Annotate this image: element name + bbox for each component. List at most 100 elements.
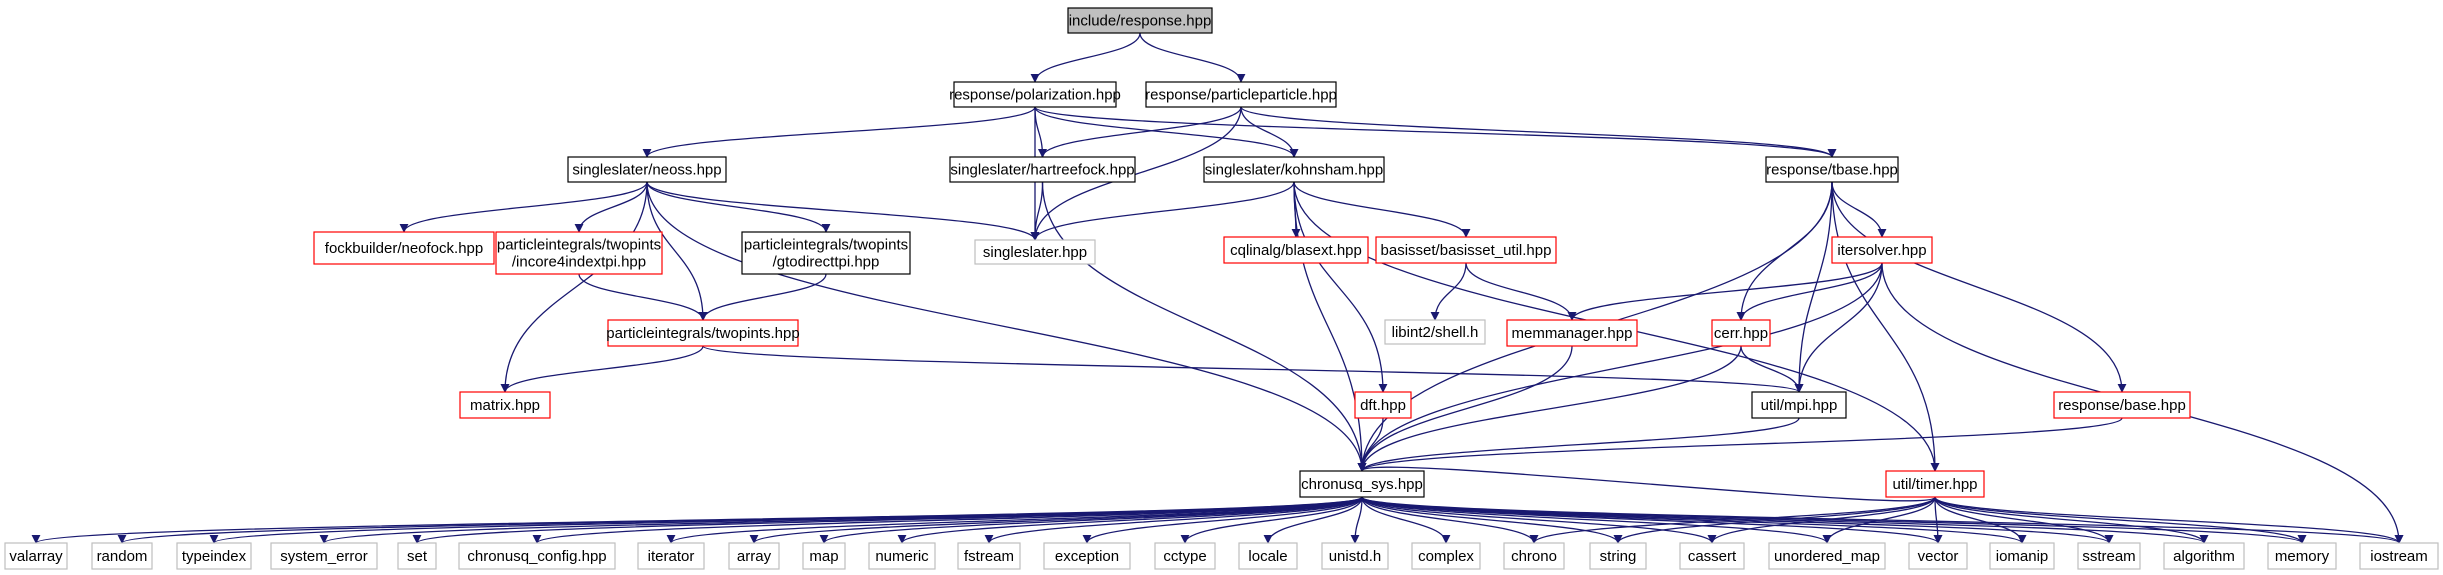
- node-respbase[interactable]: response/base.hpp: [2053, 391, 2191, 419]
- node-fstream-box: [957, 542, 1021, 570]
- node-cerr[interactable]: cerr.hpp: [1711, 319, 1771, 347]
- node-fstream: fstream: [957, 542, 1021, 570]
- node-algorithm-label: algorithm: [2173, 548, 2235, 565]
- node-particleparticle-label: response/particleparticle.hpp: [1145, 87, 1337, 104]
- node-gtodirect[interactable]: particleintegrals/twopints/gtodirecttpi.…: [741, 231, 911, 275]
- edge-mpi-to-chronusq: [1357, 417, 1800, 472]
- edge-cerr-to-mpi: [1740, 345, 1804, 393]
- node-hartreefock-box: [949, 156, 1136, 183]
- node-itersolver[interactable]: itersolver.hpp: [1831, 236, 1933, 264]
- node-locale-label: locale: [1248, 548, 1287, 565]
- node-root-label: include/response.hpp: [1069, 13, 1212, 30]
- edge-kohnsham-to-basisset: [1293, 181, 1471, 238]
- node-tbase[interactable]: response/tbase.hpp: [1765, 156, 1899, 183]
- node-chronusq[interactable]: chronusq_sys.hpp: [1299, 470, 1425, 498]
- node-random-box: [91, 542, 153, 570]
- edge-tbase-to-timer: [1831, 181, 1940, 472]
- edge-kohnsham-to-chronusq: [1293, 181, 1367, 472]
- edge-itersolver-to-chronusq: [1357, 262, 1883, 472]
- node-polarization[interactable]: response/polarization.hpp: [949, 81, 1121, 108]
- node-chrono-box: [1503, 542, 1565, 570]
- node-chrono-label: chrono: [1511, 548, 1557, 565]
- node-respbase-box: [2053, 391, 2191, 419]
- node-valarray-label: valarray: [9, 548, 63, 565]
- node-unistd-label: unistd.h: [1329, 548, 1382, 565]
- node-cerr-box: [1711, 319, 1771, 347]
- edge-itersolver-to-cerr: [1736, 262, 1883, 321]
- node-dft[interactable]: dft.hpp: [1354, 391, 1412, 419]
- node-memory-label: memory: [2275, 548, 2330, 565]
- edge-root-to-polarization: [1030, 32, 1141, 83]
- node-typeindex-label: typeindex: [182, 548, 247, 565]
- node-numeric: numeric: [868, 542, 936, 570]
- node-iostream: iostream: [2359, 542, 2439, 570]
- node-hartreefock-label: singleslater/hartreefock.hpp: [950, 162, 1134, 179]
- node-algorithm: algorithm: [2163, 542, 2245, 570]
- edge-basisset-to-memmanager: [1465, 262, 1577, 321]
- node-system_error-box: [270, 542, 378, 570]
- node-basisset[interactable]: basisset/basisset_util.hpp: [1375, 236, 1557, 264]
- edge-chronusq-to-exception: [1082, 496, 1363, 544]
- edge-particleparticle-to-hartreefock: [1038, 106, 1242, 158]
- edge-polarization-to-hartreefock: [1034, 106, 1047, 158]
- edge-particleparticle-to-kohnsham: [1240, 106, 1299, 158]
- node-numeric-label: numeric: [875, 548, 929, 565]
- node-cassert-label: cassert: [1688, 548, 1737, 565]
- node-algorithm-box: [2163, 542, 2245, 570]
- node-set: set: [397, 542, 437, 570]
- node-config-box: [458, 542, 616, 570]
- node-polarization-label: response/polarization.hpp: [949, 87, 1121, 104]
- node-cctype-label: cctype: [1163, 548, 1206, 565]
- node-chronusq-box: [1299, 470, 1425, 498]
- edge-chronusq-to-cctype: [1180, 496, 1363, 544]
- node-kohnsham[interactable]: singleslater/kohnsham.hpp: [1203, 156, 1385, 183]
- node-sstream-box: [2077, 542, 2141, 570]
- node-basisset-label: basisset/basisset_util.hpp: [1381, 242, 1552, 259]
- node-system_error-label: system_error: [280, 548, 368, 565]
- node-timer-box: [1885, 470, 1985, 498]
- node-incore4-label: /incore4indextpi.hpp: [512, 254, 646, 271]
- edge-timer-to-sstream: [1934, 496, 2114, 544]
- edge-chronusq-to-unistd: [1350, 496, 1363, 544]
- node-twopints[interactable]: particleintegrals/twopints.hpp: [606, 319, 800, 347]
- node-timer[interactable]: util/timer.hpp: [1885, 470, 1985, 498]
- node-matrix[interactable]: matrix.hpp: [459, 391, 551, 419]
- edge-chronusq-to-string: [1361, 496, 1623, 544]
- node-sstream-label: sstream: [2082, 548, 2135, 565]
- node-array-label: array: [737, 548, 772, 565]
- node-hartreefock[interactable]: singleslater/hartreefock.hpp: [949, 156, 1136, 183]
- node-particleparticle[interactable]: response/particleparticle.hpp: [1145, 81, 1337, 108]
- node-cctype: cctype: [1154, 542, 1216, 570]
- edge-timer-to-algorithm: [1934, 496, 2209, 544]
- node-vector-label: vector: [1918, 548, 1959, 565]
- node-set-box: [397, 542, 437, 570]
- node-memmanager[interactable]: memmanager.hpp: [1506, 319, 1638, 347]
- node-incore4[interactable]: particleintegrals/twopints/incore4indext…: [495, 231, 663, 275]
- node-set-label: set: [407, 548, 428, 565]
- node-incore4-box: [495, 231, 663, 275]
- edge-basisset-to-libint: [1430, 262, 1467, 321]
- node-string-label: string: [1600, 548, 1637, 565]
- edge-tbase-to-mpi: [1794, 181, 1833, 393]
- node-neofock[interactable]: fockbuilder/neofock.hpp: [313, 231, 495, 265]
- node-valarray: valarray: [4, 542, 68, 570]
- node-system_error: system_error: [270, 542, 378, 570]
- node-cassert: cassert: [1679, 542, 1745, 570]
- edge-twopints-to-matrix: [500, 345, 704, 393]
- node-cassert-box: [1679, 542, 1745, 570]
- edge-hartreefock-to-chronusq: [1041, 181, 1367, 472]
- node-iostream-label: iostream: [2370, 548, 2428, 565]
- node-dft-box: [1354, 391, 1412, 419]
- node-root[interactable]: include/response.hpp: [1067, 7, 1213, 34]
- node-neoss[interactable]: singleslater/neoss.hpp: [567, 156, 727, 183]
- node-mpi[interactable]: util/mpi.hpp: [1751, 391, 1847, 419]
- node-array-box: [728, 542, 780, 570]
- edge-neoss-to-singleslater: [646, 181, 1040, 241]
- node-kohnsham-box: [1203, 156, 1385, 183]
- edge-neoss-to-gtodirect: [646, 181, 831, 233]
- node-iterator: iterator: [637, 542, 705, 570]
- node-blasext[interactable]: cqlinalg/blasext.hpp: [1223, 236, 1369, 264]
- node-vector-box: [1908, 542, 1968, 570]
- edge-chronusq-to-locale: [1263, 496, 1363, 544]
